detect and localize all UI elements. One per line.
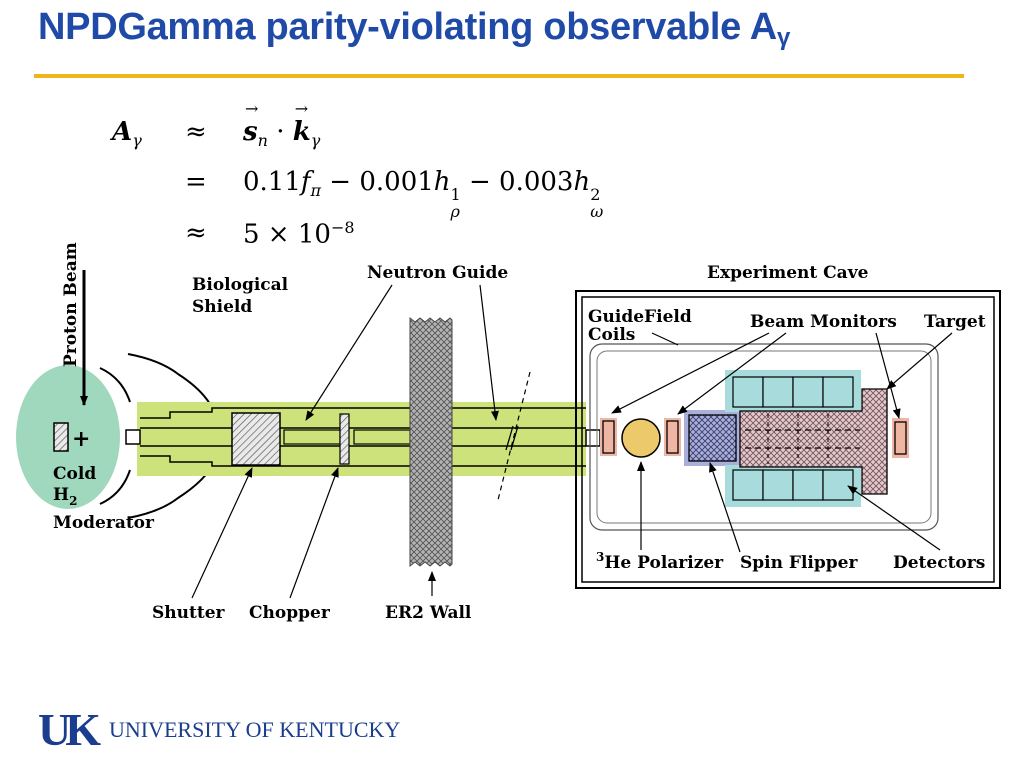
equation-rhs-3: 5 × 10−8 [243, 218, 355, 250]
equation-rhs-1: sn · kγ [243, 99, 321, 151]
spin-flipper-label: Spin Flipper [740, 553, 858, 573]
title-text: NPDGamma parity-violating observable A [38, 6, 777, 48]
relation-3: ≈ [185, 218, 207, 248]
uk-logo-mark: UK [38, 704, 101, 755]
h-rho-sub: ρ [450, 202, 460, 221]
guide-segment-2 [353, 429, 411, 445]
beam-monitor-2 [666, 420, 679, 454]
title-subscript: γ [776, 24, 791, 51]
equation-line-1: Aγ [112, 117, 142, 150]
relation-1: ≈ [185, 117, 207, 147]
guide-field-coils-outer [589, 343, 939, 531]
chopper-block [339, 413, 350, 465]
magnitude: 5 × 10 [243, 219, 331, 250]
guide-field-label-2: Coils [588, 325, 635, 345]
target-vessel [739, 388, 888, 495]
detector-array-bottom [732, 469, 854, 501]
break-mark [497, 371, 531, 501]
guide-segment-1 [283, 429, 341, 445]
h-omega-sub: ω [590, 202, 604, 221]
university-logo: UK UNIVERSITY OF KENTUCKY [38, 703, 400, 756]
h-rho-symbol: h [433, 167, 451, 197]
cold-label: Cold [53, 464, 96, 484]
guide-field-coils-inner [596, 350, 932, 524]
momentum-vector: k [293, 99, 311, 147]
er2-wall [409, 316, 453, 568]
pointer-lines [191, 284, 953, 599]
guide-entrance [125, 429, 141, 445]
shutter-label: Shutter [152, 603, 226, 623]
guide-outer-walls [140, 407, 586, 467]
h-rho-sup: 1 [450, 185, 461, 204]
plus-sign: + [72, 426, 90, 452]
university-name: UNIVERSITY OF KENTUCKY [109, 716, 401, 742]
beam-monitors-label: Beam Monitors [750, 312, 897, 332]
experiment-cave-label: Experiment Cave [707, 263, 869, 283]
guide-field-label-1: GuideField [588, 307, 692, 327]
proton-beam-label: Proton Beam [61, 242, 81, 367]
target-section-lines [767, 414, 829, 464]
shutter-block [231, 412, 281, 466]
beam-monitor-1 [602, 420, 615, 454]
spin-subscript: n [257, 131, 268, 151]
detectors-label: Detectors [893, 553, 985, 573]
momentum-subscript: γ [310, 131, 321, 151]
f-pi-subscript: π [310, 181, 322, 201]
shield-arc-inner-bottom [99, 469, 131, 505]
shield-arc-top [127, 353, 215, 413]
polarizer-label: 3He Polarizer [596, 550, 724, 573]
asymmetry-symbol: A [112, 117, 133, 147]
moderator-target-block [53, 422, 69, 452]
coefficient-2: − 0.001 [329, 167, 434, 197]
f-pi-symbol: f [300, 167, 311, 197]
chopper-label: Chopper [249, 603, 331, 623]
experiment-cave-outer [575, 290, 1001, 589]
neutron-guide-label: Neutron Guide [367, 263, 508, 283]
asymmetry-subscript: γ [132, 131, 142, 151]
target-label: Target [924, 312, 986, 332]
coefficient-3: − 0.003 [468, 167, 574, 197]
er2-wall-label: ER2 Wall [385, 603, 472, 623]
spin-vector: s [243, 99, 258, 147]
beam-monitor-3 [894, 421, 907, 455]
h-omega-symbol: h [573, 167, 591, 197]
dot-operator: · [276, 117, 285, 147]
h-omega-sup: 2 [590, 185, 601, 204]
detector-array-top [732, 376, 854, 408]
title-underline [34, 74, 964, 78]
h2-label: H2 [53, 485, 77, 508]
slide-title: NPDGamma parity-violating observable Aγ [38, 6, 790, 52]
break-mark-ticks [505, 425, 519, 451]
spin-flipper [688, 414, 737, 462]
biological-shield-label-2: Shield [192, 297, 252, 317]
magnitude-exponent: −8 [330, 218, 355, 237]
guide-exit [585, 429, 601, 447]
relation-2: = [185, 167, 207, 197]
biological-shield-label-1: Biological [192, 275, 289, 295]
coefficient-1: 0.11 [243, 167, 301, 197]
shield-arc-inner-top [99, 367, 131, 403]
polarizer-cell [621, 418, 661, 458]
experiment-cave-inner [581, 296, 995, 583]
target-axis-lines [745, 429, 860, 449]
